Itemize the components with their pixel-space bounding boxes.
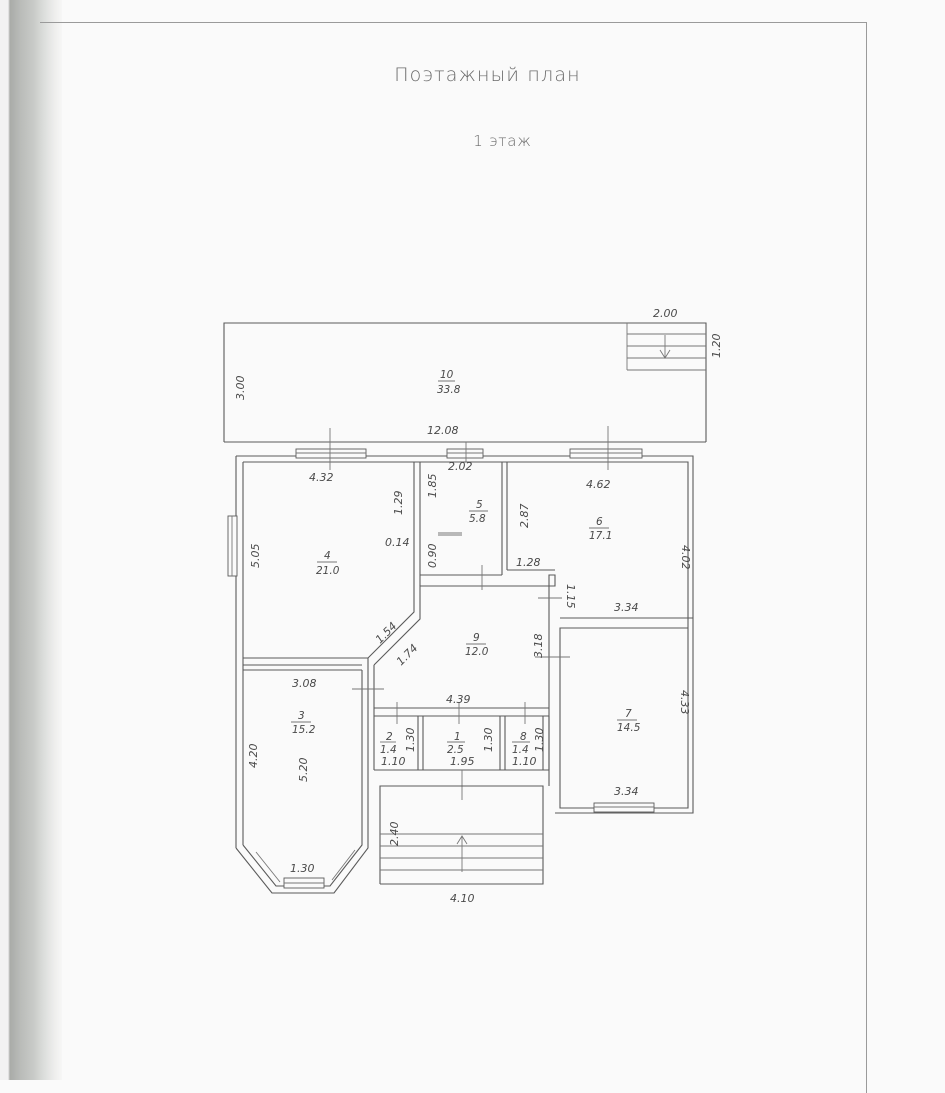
svg-text:8: 8 [520,731,527,743]
svg-text:9: 9 [473,632,480,644]
door-marks [329,426,609,800]
dim-r6-height: 4.02 [679,545,692,570]
dim-r3-width: 3.08 [292,677,317,690]
windows [227,448,655,889]
dim-hall-width: 4.39 [446,693,471,706]
room-label-8: 8 1.4 [512,731,530,756]
svg-text:5.8: 5.8 [469,513,486,525]
floor-label: 1 этаж [473,132,532,150]
dim-r4-height: 5.05 [249,544,262,569]
house-walls [235,455,694,894]
svg-text:7: 7 [625,708,632,720]
room-label-10: 10 33.8 [437,369,461,396]
room-label-9: 9 12.0 [465,632,489,658]
dim-hall-height: 3.18 [532,634,545,659]
svg-text:10: 10 [440,369,454,381]
dim-hall-notch: 1.15 [564,584,577,609]
dim-r1-depth: 1.30 [482,728,495,753]
room-label-7: 7 14.5 [617,708,641,734]
dim-r8-width: 1.10 [512,755,537,768]
dim-r5-lower: 0.90 [426,544,439,569]
svg-text:4: 4 [324,550,331,562]
dim-r3-inner: 5.20 [297,758,310,783]
dim-r4-width: 4.32 [309,471,334,484]
svg-text:14.5: 14.5 [617,722,641,734]
dim-r2-depth: 1.30 [404,728,417,753]
room-label-3: 3 15.2 [291,710,316,736]
sheet-frame [40,22,867,1093]
dim-r3-outer: 4.20 [247,744,260,769]
dim-r1-width: 1.95 [450,755,475,768]
plan-title: Поэтажный план [394,64,581,86]
svg-text:17.1: 17.1 [589,530,612,542]
dim-r5-upper: 1.85 [426,474,439,499]
svg-text:2.5: 2.5 [447,744,464,756]
dim-r4-jog: 1.29 [392,491,405,516]
room-label-6: 6 17.1 [589,516,612,542]
dim-r7-height: 4.33 [678,690,691,715]
svg-text:2: 2 [386,731,393,743]
dim-stair-depth: 2.40 [388,822,401,847]
room-label-2: 2 1.4 [380,731,397,756]
dim-r4-offset: 0.14 [385,536,410,549]
svg-text:1: 1 [454,731,461,743]
svg-text:12.0: 12.0 [465,646,489,658]
dim-r7-width-bottom: 3.34 [614,785,639,798]
dim-bay-width: 1.30 [290,862,315,875]
svg-text:5: 5 [476,499,483,511]
dim-r6-left: 2.87 [518,504,531,529]
svg-text:21.0: 21.0 [316,565,340,577]
svg-text:1.4: 1.4 [512,744,529,756]
svg-text:6: 6 [596,516,603,528]
dim-r8-depth: 1.30 [533,728,546,753]
dim-r7-width-top: 3.34 [614,601,639,614]
dim-hall-bevel2: 1.74 [394,642,421,669]
dim-overall-width: 12.08 [427,424,459,437]
svg-text:1.4: 1.4 [380,744,397,756]
dim-terrace-depth: 3.00 [234,376,247,401]
room-label-1: 1 2.5 [447,731,465,756]
terrace-outline [223,322,707,443]
svg-text:15.2: 15.2 [292,724,316,736]
dim-porch-depth: 1.20 [710,334,723,359]
dim-porch-width: 2.00 [653,307,678,320]
dim-r5-width: 2.02 [448,460,473,473]
room-label-4: 4 21.0 [316,550,340,577]
svg-text:33.8: 33.8 [437,384,461,396]
dim-r6-width: 4.62 [586,478,611,491]
dim-r2-width: 1.10 [381,755,406,768]
binding-edge [0,0,62,1080]
room-label-5: 5 5.8 [469,499,488,525]
dim-stair-width: 4.10 [450,892,475,905]
entrance-stair [379,785,544,885]
dim-hall-step: 1.28 [516,556,541,569]
svg-text:3: 3 [298,710,305,722]
dim-hall-bevel: 1.54 [373,620,400,647]
